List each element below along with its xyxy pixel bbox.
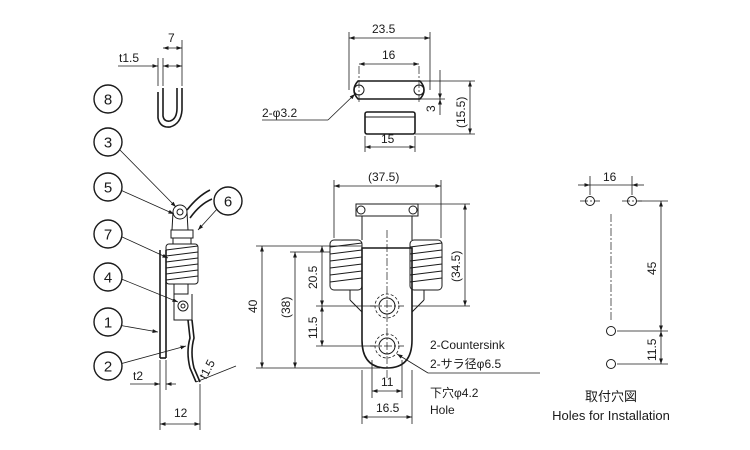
keeper-view: 23.5 16 3 (15.5) 15 2-φ3.2 xyxy=(262,22,475,152)
front-view: (37.5) (34.5) 40 (38) 20.5 11.5 11 16.5 … xyxy=(246,170,540,424)
svg-text:3: 3 xyxy=(104,135,112,152)
part-callout-3: 3 xyxy=(93,127,123,157)
dim-16: 16 xyxy=(382,48,396,62)
hook-part-8: t1.5 7 xyxy=(118,31,183,128)
part-callout-2: 2 xyxy=(93,351,123,381)
install-dim-45: 45 xyxy=(645,261,659,275)
front-spring-right xyxy=(409,239,443,291)
svg-text:5: 5 xyxy=(104,180,112,197)
pilot-hole-label-en: Hole xyxy=(430,403,455,417)
keeper-hole-label: 2-φ3.2 xyxy=(262,106,297,120)
dim-20-5: 20.5 xyxy=(306,265,320,289)
dim-16-5: 16.5 xyxy=(376,401,400,415)
svg-text:1: 1 xyxy=(104,315,112,332)
installation-holes-view: 16 45 11.5 取付穴図 Holes for Installation xyxy=(552,170,670,423)
install-hole xyxy=(606,359,616,369)
part-callout-7: 7 xyxy=(93,219,123,249)
dim-3: 3 xyxy=(424,105,438,112)
spring-coil xyxy=(165,243,199,285)
dim-12: 12 xyxy=(174,406,188,420)
pilot-hole-label-jp: 下穴φ4.2 xyxy=(430,385,479,400)
install-hole xyxy=(606,326,616,336)
dim-t15-top: t1.5 xyxy=(119,51,139,65)
part-callout-8: 8 xyxy=(93,84,123,114)
dim-37-5: (37.5) xyxy=(368,170,399,184)
countersink-label-jp: 2-サラ径φ6.5 xyxy=(430,357,501,371)
svg-text:7: 7 xyxy=(104,227,112,244)
countersink-label-en: 2-Countersink xyxy=(430,338,506,352)
dim-34-5: (34.5) xyxy=(449,251,463,282)
part-callout-5: 5 xyxy=(93,172,123,202)
svg-text:2: 2 xyxy=(104,359,112,376)
latch-side-body xyxy=(159,189,213,383)
dim-11-5: 11.5 xyxy=(306,316,320,339)
dim-23-5: 23.5 xyxy=(372,22,396,36)
part-callout-4: 4 xyxy=(93,262,123,292)
part-callout-6: 6 xyxy=(213,186,243,216)
dim-11: 11 xyxy=(381,375,394,389)
install-dim-11-5: 11.5 xyxy=(645,338,659,361)
dim-38: (38) xyxy=(279,297,293,318)
part-callout-1: 1 xyxy=(93,307,123,337)
install-caption-jp: 取付穴図 xyxy=(585,389,637,404)
dim-7: 7 xyxy=(168,31,175,45)
dim-t15-bottom: t1.5 xyxy=(196,357,218,382)
dim-15: 15 xyxy=(381,132,395,146)
dim-15-5: (15.5) xyxy=(454,97,468,128)
install-dim-16: 16 xyxy=(603,170,617,184)
dim-40: 40 xyxy=(246,299,260,313)
dim-t2: t2 xyxy=(133,369,143,383)
front-spring-left xyxy=(329,239,363,291)
side-view: t1.5 7 xyxy=(115,31,237,430)
install-caption-en: Holes for Installation xyxy=(552,408,670,423)
svg-text:4: 4 xyxy=(104,270,112,287)
svg-text:6: 6 xyxy=(224,194,232,211)
svg-text:8: 8 xyxy=(104,92,112,109)
